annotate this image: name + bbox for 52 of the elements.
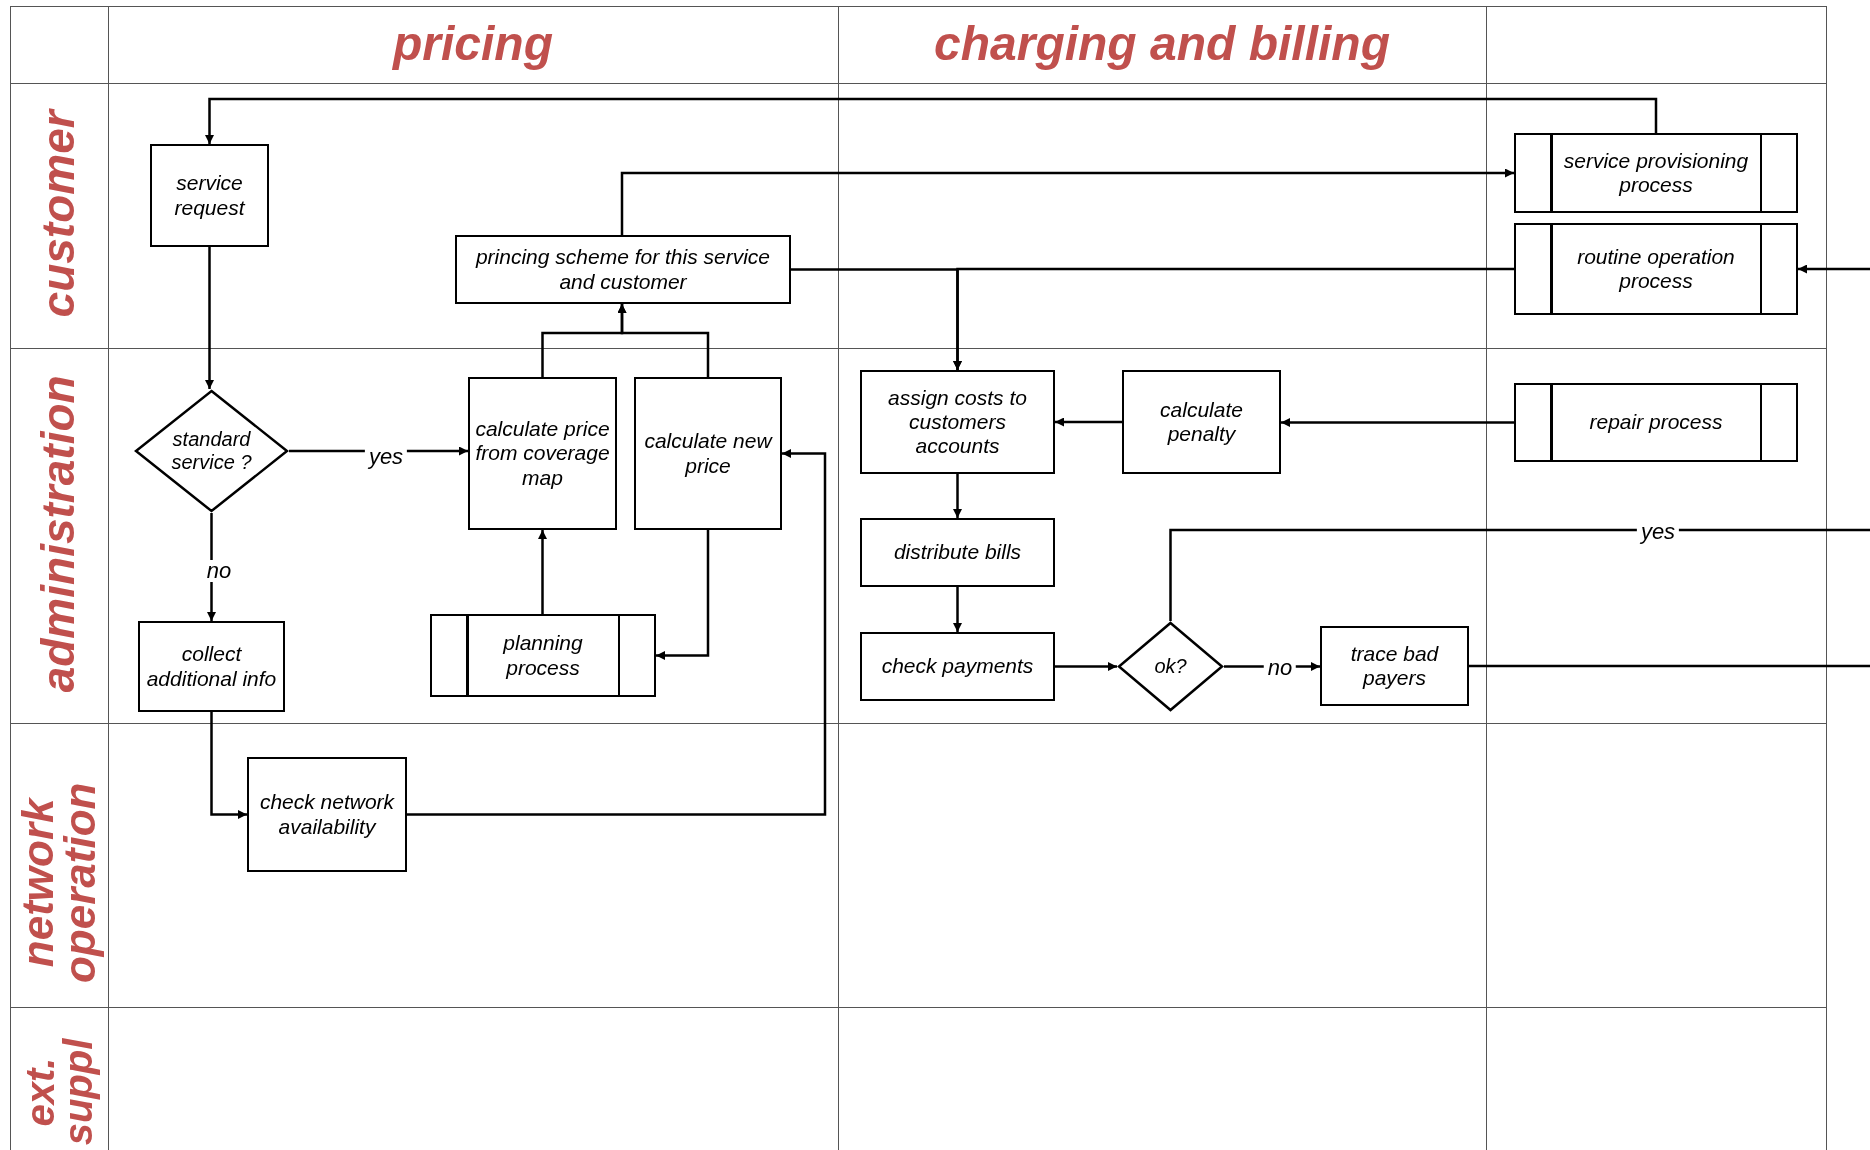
process-box: [634, 377, 782, 530]
arrow: [538, 530, 547, 614]
process-box: [1320, 626, 1469, 706]
decision-diamond: [1117, 621, 1224, 712]
predefined-process-box: [430, 614, 656, 697]
lane-label: customer: [37, 107, 81, 320]
node-text: check payments: [880, 654, 1035, 679]
node-text: collect additional info: [145, 642, 278, 691]
node-text: repair process: [1588, 410, 1724, 435]
node-text: calculate new price: [643, 429, 774, 478]
node-text: calculate price from coverage map: [474, 417, 611, 490]
arrow: [210, 712, 247, 819]
predefined-process-box: [1514, 383, 1798, 462]
arrow: [617, 304, 710, 377]
arrow: [656, 530, 710, 660]
node-text: planning process: [501, 631, 584, 680]
node-text: assign costs to customers accounts: [887, 385, 1028, 459]
node-text: routine operation process: [1576, 244, 1736, 294]
node-text: ok?: [1153, 655, 1188, 678]
process-box: [455, 235, 791, 304]
node-text: trace bad payers: [1349, 641, 1440, 691]
arrow: [953, 474, 962, 518]
arrow: [407, 449, 827, 816]
predefined-process-box: [1514, 133, 1798, 213]
node-text: distribute bills: [892, 540, 1023, 565]
arrow: [953, 267, 1514, 370]
decision-diamond: [134, 389, 289, 513]
process-box: [468, 377, 617, 530]
node-text: service provisioning process: [1562, 148, 1750, 198]
arrow: [1281, 418, 1514, 427]
arrow: [1055, 417, 1122, 427]
node-text: princing scheme for this service and customer: [474, 245, 772, 294]
node-text: check network availability: [258, 790, 396, 839]
node-text: service request: [173, 171, 247, 220]
process-box: [150, 144, 269, 247]
arrow: [620, 168, 1514, 235]
node-text: calculate penalty: [1159, 397, 1244, 447]
edge-label: yes: [364, 446, 408, 468]
lane-label: administration: [37, 374, 81, 695]
node-text: standard service ?: [170, 428, 253, 474]
arrow: [205, 97, 1658, 144]
arrow: [205, 247, 214, 389]
process-box: [860, 632, 1055, 701]
process-box: [247, 757, 407, 872]
predefined-process-box: [1514, 223, 1798, 315]
process-box: [860, 518, 1055, 587]
arrow: [1798, 264, 1870, 274]
process-box: [860, 370, 1055, 474]
arrow: [953, 587, 962, 632]
process-box: [1122, 370, 1281, 474]
arrow: [1055, 662, 1117, 671]
process-box: [138, 621, 285, 712]
